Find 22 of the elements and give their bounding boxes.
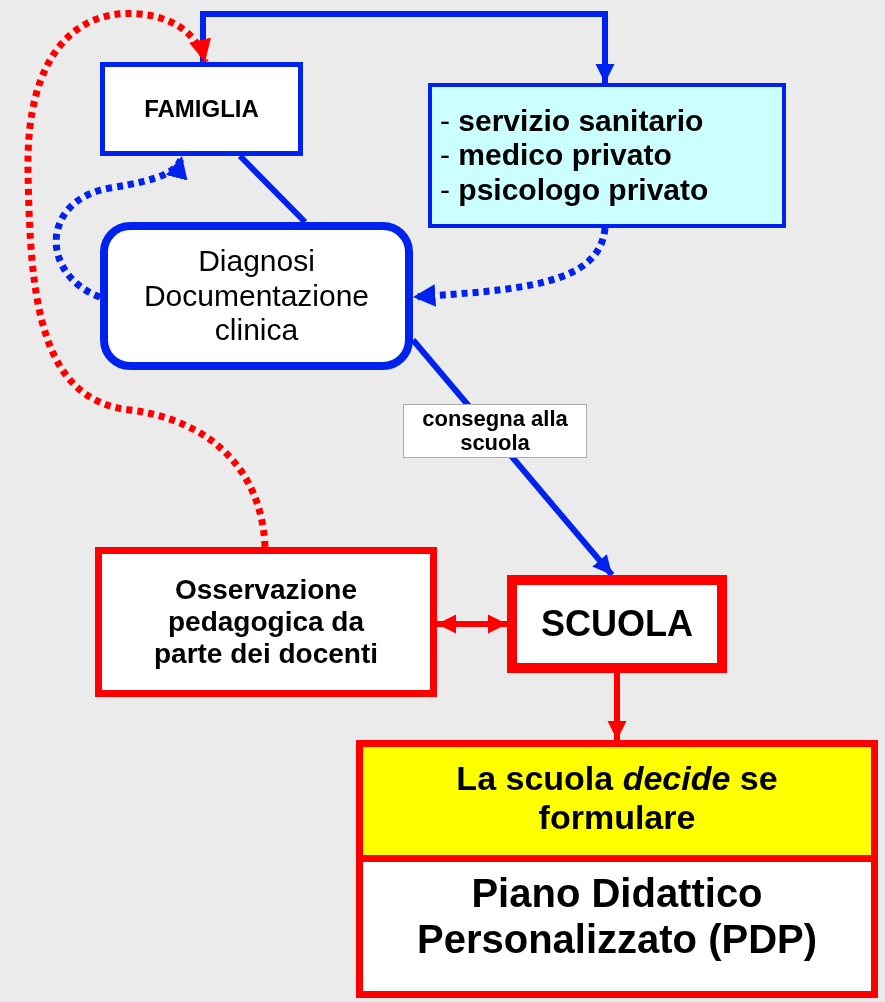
node-text: Osservazione pedagogica da parte dei docenti — [152, 573, 379, 671]
family-box — [100, 62, 303, 156]
decision-banner: La scuola decide se formulare — [363, 747, 871, 862]
node-text: - medico privato — [440, 138, 672, 173]
node-text: - psicologo privato — [440, 172, 709, 208]
edge-label: consegna alla scuola — [403, 404, 587, 459]
arrow — [200, 11, 615, 83]
pdp-box — [356, 740, 878, 998]
node-text: SCUOLA — [541, 603, 693, 645]
dotted-arrow — [52, 154, 186, 301]
node-text: Diagnosi Documentazione clinica — [142, 244, 371, 348]
pdp-title: Piano Didattico Personalizzato (PDP) — [415, 870, 819, 963]
arrow — [437, 614, 507, 634]
school-box — [507, 575, 727, 673]
observation-box — [95, 547, 437, 697]
dotted-arrow — [24, 10, 269, 548]
dotted-arrow — [412, 227, 609, 307]
node-text: - servizio sanitario — [440, 103, 704, 139]
diagnosis-box — [100, 222, 413, 370]
provider-box — [428, 83, 786, 228]
arrow — [607, 673, 627, 740]
node-text: FAMIGLIA — [144, 95, 259, 123]
